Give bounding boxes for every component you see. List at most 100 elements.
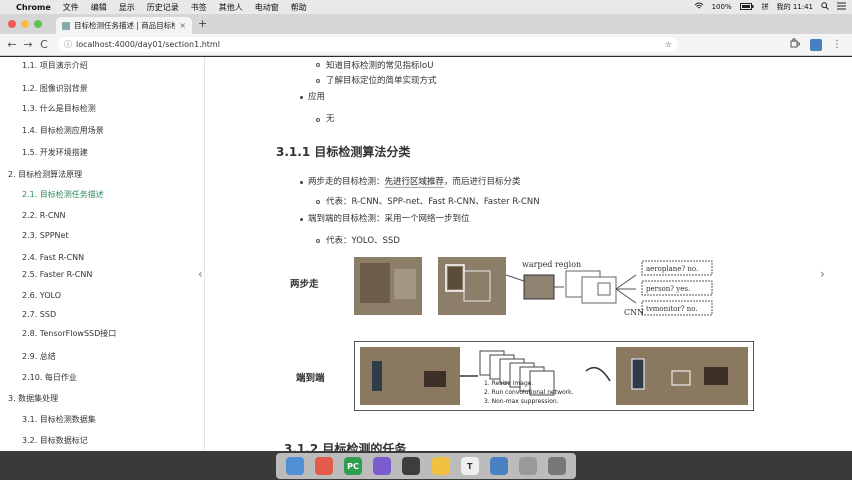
step-resize: 1. Resize image. [484,380,533,387]
prev-page-icon[interactable]: ‹ [198,267,203,281]
sidebar-item-2-4[interactable]: 2.4. Fast R-CNN [22,253,85,262]
sidebar-item-3-2[interactable]: 3.2. 目标数据标记 [22,436,88,445]
forward-button[interactable]: → [23,38,33,51]
text-localization: 了解目标定位的简单实现方式 [326,76,437,86]
app-icon[interactable] [519,457,538,475]
search-icon[interactable] [821,2,829,12]
menu-list-icon[interactable] [837,2,846,12]
sidebar-item-2-5[interactable]: 2.5. Faster R-CNN [22,270,93,279]
sidebar-item-3[interactable]: 3. 数据集处理 [8,394,59,403]
text-none: 无 [326,114,335,124]
chrome-icon[interactable] [489,457,508,475]
text-two-step-a: 两步走的目标检测： [308,177,385,187]
sidebar-item-2[interactable]: 2. 目标检测算法原理 [8,170,83,179]
kebab-menu-icon[interactable]: ⋮ [832,39,842,50]
url-text[interactable]: localhost:4000/day01/section1.html [76,40,220,49]
figure-label-two-stage: 两步走 [290,279,319,290]
app-icon[interactable] [373,457,392,475]
window-controls [8,20,42,28]
finder-icon[interactable] [285,457,304,475]
menu-bookmarks[interactable]: 书签 [190,2,207,12]
back-button[interactable]: ← [7,38,17,51]
sidebar-item-1-2[interactable]: 1.2. 图像识别背景 [22,84,88,93]
address-bar[interactable]: ⓘ localhost:4000/day01/section1.html ☆ [58,37,678,52]
browser-toolbar: ← → C ⓘ localhost:4000/day01/section1.ht… [0,34,852,56]
trash-icon[interactable] [548,457,567,475]
reload-button[interactable]: C [40,38,48,51]
extension-puzzle-icon[interactable] [790,38,800,51]
sidebar-item-2-3[interactable]: 2.3. SPPNet [22,231,69,240]
mac-menu-bar: Chrome 文件 编辑 显示 历史记录 书签 其他人 电动窗 帮助 100% … [0,0,852,14]
text-iou: 知道目标检测的常见指标IoU [326,61,434,71]
menu-edit[interactable]: 编辑 [90,2,107,12]
sidebar-item-2-9[interactable]: 2.9. 总结 [22,352,56,361]
menu-help[interactable]: 帮助 [290,2,307,12]
warped-region-label: warped region [522,260,581,269]
terminal-icon[interactable] [402,457,421,475]
minimize-window-icon[interactable] [21,20,29,28]
info-icon[interactable]: ⓘ [64,40,72,49]
sidebar-item-1-1[interactable]: 1.1. 项目演示介绍 [22,61,88,70]
two-stage-diagram: warped region CNN aeroplane? no. person?… [354,257,713,317]
battery-icon[interactable] [739,2,754,12]
text-two-step: 两步走的目标检测：先进行区域推荐，而后进行目标分类 [308,175,521,188]
tab-strip: 目标检测任务描述 | 商品目标检测 × + [0,14,852,34]
menu-file[interactable]: 文件 [62,2,79,12]
list-marker [316,118,320,122]
list-marker [316,79,320,83]
text-representatives-1: 代表：R-CNN、SPP-net、Fast R-CNN、Faster R-CNN [326,197,540,207]
main-content: 知道目标检测的常见指标IoU 了解目标定位的简单实现方式 应用 无 3.1.1 … [276,57,796,451]
bookmark-star-icon[interactable]: ☆ [664,40,672,49]
sidebar-item-1-3[interactable]: 1.3. 什么是目标检测 [22,104,96,113]
menu-people[interactable]: 其他人 [218,2,243,12]
output-aeroplane: aeroplane? no. [646,265,698,273]
sidebar-item-2-7[interactable]: 2.7. SSD [22,310,57,319]
menu-window[interactable]: 电动窗 [254,2,279,12]
list-marker [316,239,320,243]
clock[interactable]: 我的 11:41 [776,3,813,11]
app-icon[interactable] [314,457,333,475]
menu-app-chrome[interactable]: Chrome [16,2,51,12]
sidebar-item-2-2[interactable]: 2.2. R-CNN [22,211,66,220]
text-end-to-end: 端到端的目标检测：采用一个网络一步到位 [308,214,470,224]
menu-view[interactable]: 显示 [118,2,135,12]
step-nms: 3. Non-max suppression. [484,398,559,405]
output-person: person? yes. [646,285,690,293]
tab-active[interactable]: 目标检测任务描述 | 商品目标检测 × [56,17,192,34]
sidebar-item-2-1[interactable]: 2.1. 目标检测任务描述 [22,190,104,199]
text-apply: 应用 [308,92,326,102]
toolbar-extensions: ⋮ [790,38,852,51]
input-method[interactable]: 拼 [761,3,769,11]
output-tvmonitor: tvmonitor? no. [646,305,698,313]
step-run-network: 2. Run convolutional network. [484,389,574,396]
tab-close-icon[interactable]: × [179,21,186,30]
dock: PC T [0,451,852,480]
sidebar-item-1-4[interactable]: 1.4. 目标检测应用场景 [22,126,104,135]
maximize-window-icon[interactable] [34,20,42,28]
typora-icon[interactable]: T [460,457,479,475]
cnn-label: CNN [624,308,644,317]
sidebar-item-1-5[interactable]: 1.5. 开发环境搭建 [22,148,88,157]
figure-label-end-to-end: 端到端 [296,373,325,384]
battery-label[interactable]: 100% [711,3,732,11]
page-favicon-icon [62,21,70,30]
app-icon[interactable] [431,457,450,475]
sidebar-item-3-1[interactable]: 3.1. 目标检测数据集 [22,415,96,424]
text-two-step-c: ，而后进行目标分类 [444,177,521,187]
sidebar-item-2-6[interactable]: 2.6. YOLO [22,291,62,300]
sidebar-item-2-10[interactable]: 2.10. 每日作业 [22,373,77,382]
list-bullet [300,218,303,221]
text-representatives-2: 代表：YOLO、SSD [326,236,400,246]
wifi-icon[interactable] [694,2,704,12]
list-marker [316,63,320,67]
end-to-end-diagram: 1. Resize image. 2. Run convolutional ne… [354,341,754,411]
sidebar-item-2-8[interactable]: 2.8. TensorFlowSSD接口 [22,329,117,338]
close-window-icon[interactable] [8,20,16,28]
extension-icon[interactable] [810,38,822,51]
menu-history[interactable]: 历史记录 [146,2,179,12]
pycharm-icon[interactable]: PC [343,457,362,475]
new-tab-button[interactable]: + [198,17,208,30]
list-marker [316,200,320,204]
next-page-icon[interactable]: › [820,267,825,281]
page-viewport: 1.1. 项目演示介绍 1.2. 图像识别背景 1.3. 什么是目标检测 1.4… [0,57,852,451]
